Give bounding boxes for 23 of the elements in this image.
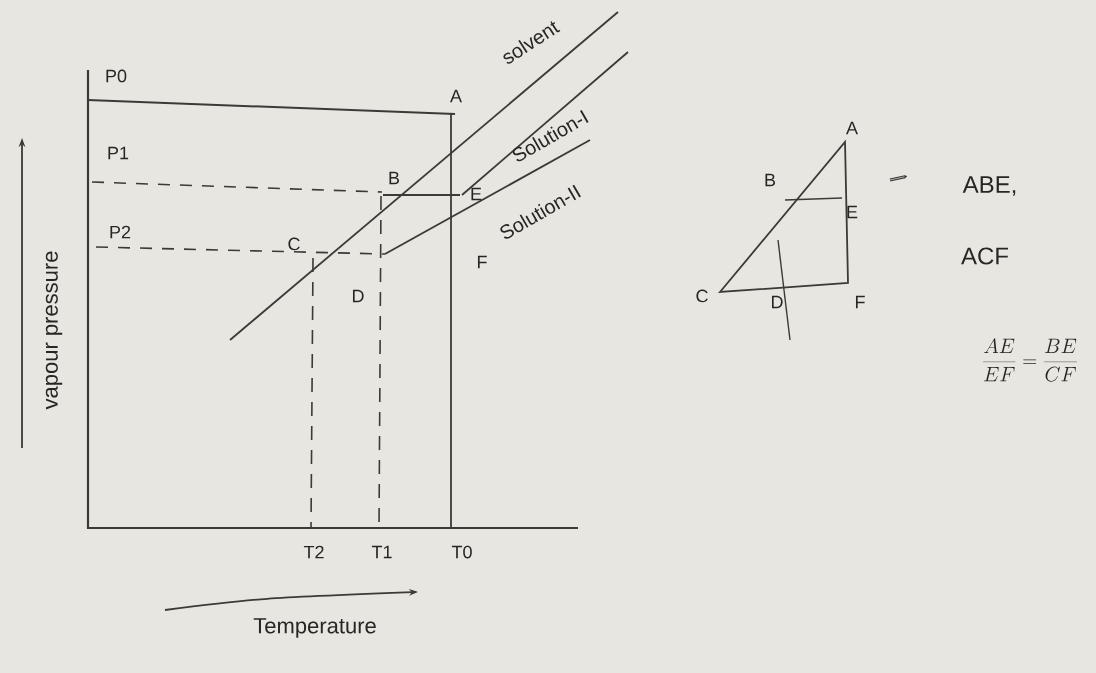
tick-label: P1 (108, 146, 129, 160)
tick-label: T2 (303, 545, 324, 559)
point-label: F (478, 255, 487, 269)
tick-label: P2 (110, 225, 131, 239)
point-label: D (772, 295, 783, 309)
formula: $\frac{AE}{EF}=\frac{BE}{CF}$ (983, 338, 1077, 382)
tick-label: T0 (451, 545, 472, 559)
point-label: D (353, 289, 364, 303)
equation-text: ABE, (962, 176, 1016, 196)
tick-label: P0 (106, 69, 127, 83)
equation-text: ACF (961, 247, 1009, 265)
point-label: C (288, 237, 300, 251)
point-label: E (471, 187, 482, 201)
axis-label: vapour pressure (45, 251, 63, 410)
point-label: B (389, 171, 400, 185)
tick-label: T1 (371, 545, 392, 559)
point-label: E (847, 205, 858, 219)
point-label: C (696, 289, 708, 303)
point-label: F (856, 295, 865, 309)
point-label: B (765, 173, 776, 187)
point-label: A (846, 121, 858, 135)
axis-label: Temperature (253, 618, 376, 638)
point-label: A (450, 89, 462, 103)
